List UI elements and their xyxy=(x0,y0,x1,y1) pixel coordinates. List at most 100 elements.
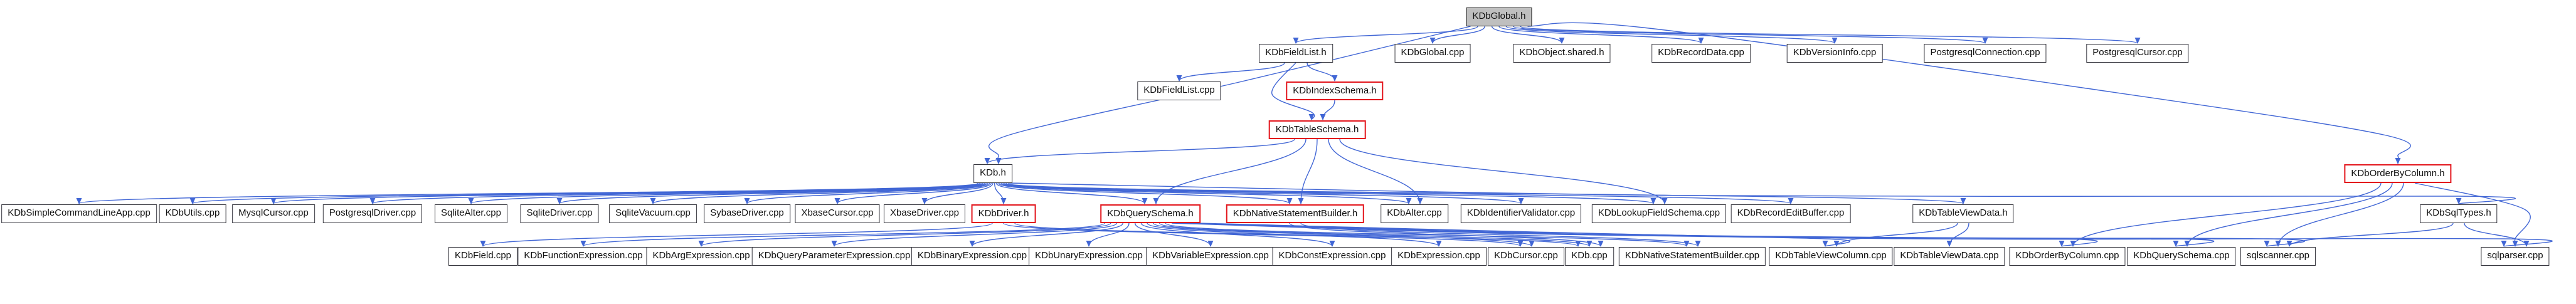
graph-edge xyxy=(556,182,987,205)
graph-node-kdborderbycolumn-cpp[interactable]: KDbOrderByColumn.cpp xyxy=(2009,247,2126,266)
graph-edge xyxy=(1086,223,1130,248)
graph-edge xyxy=(468,182,985,205)
graph-node-kdbqueryschema-cpp[interactable]: KDbQuerySchema.cpp xyxy=(2127,247,2236,266)
graph-edge xyxy=(1002,182,1656,205)
graph-edge xyxy=(921,182,994,205)
graph-node-kdbalter-cpp[interactable]: KDbAlter.cpp xyxy=(1381,204,1448,223)
graph-node-kdbsimplecommandlineapp-cpp[interactable]: KDbSimpleCommandLineApp.cpp xyxy=(1,204,157,223)
graph-node-kdbfield-cpp[interactable]: KDbField.cpp xyxy=(448,247,518,266)
graph-edge xyxy=(650,182,989,205)
graph-node-kdblookupfieldschema-cpp[interactable]: KDbLookupFieldSchema.cpp xyxy=(1591,204,1727,223)
graph-node-xbasecursor-cpp[interactable]: XbaseCursor.cpp xyxy=(795,204,880,223)
graph-node-kdbutils-cpp[interactable]: KDbUtils.cpp xyxy=(159,204,226,223)
graph-edge xyxy=(831,223,1118,248)
graph-edge xyxy=(1000,182,1524,205)
graph-edge xyxy=(1289,223,1604,248)
graph-node-kdbtableviewcolumn-cpp[interactable]: KDbTableViewColumn.cpp xyxy=(1769,247,1893,266)
graph-node-postgresqlconnection-cpp[interactable]: PostgresqlConnection.cpp xyxy=(1924,44,2047,63)
graph-node-kdbobject-shared-h[interactable]: KDbObject.shared.h xyxy=(1513,44,1611,63)
graph-edge xyxy=(1153,223,1535,248)
graph-edge xyxy=(1429,26,1485,45)
graph-edge xyxy=(1307,62,1338,82)
graph-node-kdbexpression-cpp[interactable]: KDbExpression.cpp xyxy=(1391,247,1487,266)
graph-node-kdbversioninfo-cpp[interactable]: KDbVersionInfo.cpp xyxy=(1786,44,1883,63)
graph-edge xyxy=(580,223,1105,248)
graph-edge xyxy=(2070,182,2382,248)
graph-edge xyxy=(969,223,1123,248)
graph-node-kdbfunctionexpression-cpp[interactable]: KDbFunctionExpression.cpp xyxy=(517,247,649,266)
graph-node-kdbnativestatementbuilder-h[interactable]: KDbNativeStatementBuilder.h xyxy=(1226,204,1365,223)
graph-edge xyxy=(1298,139,1318,205)
graph-node-kdbqueryschema-h[interactable]: KDbQuerySchema.h xyxy=(1100,204,1201,223)
graph-edge xyxy=(1134,223,1214,248)
graph-edge xyxy=(988,26,1471,165)
graph-node-sqlparser-cpp[interactable]: sqlparser.cpp xyxy=(2481,247,2550,266)
graph-edge xyxy=(834,182,992,205)
graph-node-sybasedriver-cpp[interactable]: SybaseDriver.cpp xyxy=(704,204,790,223)
graph-edge xyxy=(1833,223,1958,248)
graph-edge xyxy=(1176,62,1285,82)
graph-node-kdbrecordeditbuffer-cpp[interactable]: KDbRecordEditBuffer.cpp xyxy=(1731,204,1851,223)
graph-edge xyxy=(1527,22,2411,165)
graph-node-xbasedriver-cpp[interactable]: XbaseDriver.cpp xyxy=(883,204,966,223)
graph-edge xyxy=(2464,223,2530,248)
graph-edge xyxy=(1271,62,1315,121)
graph-node-kdbtableviewdata-cpp[interactable]: KDbTableViewData.cpp xyxy=(1894,247,2005,266)
graph-node-kdbfieldlist-h[interactable]: KDbFieldList.h xyxy=(1259,44,1333,63)
graph-node-postgresqlcursor-cpp[interactable]: PostgresqlCursor.cpp xyxy=(2086,44,2189,63)
graph-node-kdbdriver-h[interactable]: KDbDriver.h xyxy=(971,204,1036,223)
graph-edge xyxy=(1007,182,2516,205)
graph-edge xyxy=(698,223,1111,248)
graph-edge xyxy=(1165,223,1690,248)
graph-node-kdbtableviewdata-h[interactable]: KDbTableViewData.h xyxy=(1912,204,2014,223)
graph-edge xyxy=(1004,182,1793,205)
graph-edge xyxy=(999,182,1412,205)
graph-edge xyxy=(1498,26,1704,45)
graph-edge xyxy=(1140,223,1335,248)
graph-edge xyxy=(370,182,983,205)
graph-node-kdbvariableexpression-cpp[interactable]: KDbVariableExpression.cpp xyxy=(1146,247,1275,266)
graph-edge xyxy=(1005,182,1966,205)
graph-edge xyxy=(2275,182,2404,248)
graph-node-sqlitevacuum-cpp[interactable]: SqliteVacuum.cpp xyxy=(609,204,697,223)
graph-edge xyxy=(1003,223,1524,248)
graph-node-kdbglobal-h[interactable]: KDbGlobal.h xyxy=(1466,8,1532,26)
graph-node-kdbtableschema-h[interactable]: KDbTableSchema.h xyxy=(1268,120,1366,139)
graph-node-kdbunaryexpression-cpp[interactable]: KDbUnaryExpression.cpp xyxy=(1029,247,1149,266)
graph-node-postgresqldriver-cpp[interactable]: PostgresqlDriver.cpp xyxy=(322,204,423,223)
graph-node-kdborderbycolumn-h[interactable]: KDbOrderByColumn.h xyxy=(2344,164,2452,183)
graph-node-sqlscanner-cpp[interactable]: sqlscanner.cpp xyxy=(2240,247,2316,266)
graph-edge xyxy=(1320,100,1335,121)
graph-node-kdbindexschema-h[interactable]: KDbIndexSchema.h xyxy=(1286,81,1384,100)
graph-edge xyxy=(744,182,990,205)
graph-node-kdbrecorddata-cpp[interactable]: KDbRecordData.cpp xyxy=(1651,44,1751,63)
graph-node-kdbargexpression-cpp[interactable]: KDbArgExpression.cpp xyxy=(646,247,756,266)
graph-node-kdbcursor-cpp[interactable]: KDbCursor.cpp xyxy=(1488,247,1564,266)
graph-node-kdbnativestatementbuilder-cpp[interactable]: KDbNativeStatementBuilder.cpp xyxy=(1618,247,1766,266)
graph-edge xyxy=(1520,26,2140,45)
graph-edge xyxy=(984,139,1295,165)
graph-node-sqlitedriver-cpp[interactable]: SqliteDriver.cpp xyxy=(520,204,599,223)
graph-edge xyxy=(480,223,993,248)
graph-edge xyxy=(995,182,1148,205)
graph-node-kdbconstexpression-cpp[interactable]: KDbConstExpression.cpp xyxy=(1272,247,1392,266)
graph-node-kdb-h[interactable]: KDb.h xyxy=(973,164,1012,183)
graph-edge xyxy=(1300,223,1701,248)
graph-edge xyxy=(1153,139,1307,205)
graph-node-kdbidentifiervalidator-cpp[interactable]: KDbIdentifierValidator.cpp xyxy=(1460,204,1582,223)
graph-node-kdb-cpp[interactable]: KDb.cpp xyxy=(1565,247,1614,266)
graph-edge xyxy=(1491,26,1565,45)
graph-edge xyxy=(1147,223,1442,248)
graph-edge xyxy=(997,182,1293,205)
graph-node-kdbsqltypes-h[interactable]: KDbSqlTypes.h xyxy=(2420,204,2498,223)
graph-node-kdbglobal-cpp[interactable]: KDbGlobal.cpp xyxy=(1394,44,1471,63)
graph-edge xyxy=(2184,182,2393,248)
graph-node-sqlitealter-cpp[interactable]: SqliteAlter.cpp xyxy=(435,204,507,223)
graph-node-kdbfieldlist-cpp[interactable]: KDbFieldList.cpp xyxy=(1137,81,1221,100)
graph-node-kdbbinaryexpression-cpp[interactable]: KDbBinaryExpression.cpp xyxy=(911,247,1034,266)
graph-node-mysqlcursor-cpp[interactable]: MysqlCursor.cpp xyxy=(232,204,315,223)
graph-node-kdbqueryparameterexpression-cpp[interactable]: KDbQueryParameterExpression.cpp xyxy=(751,247,917,266)
graph-edge xyxy=(1946,223,1969,248)
